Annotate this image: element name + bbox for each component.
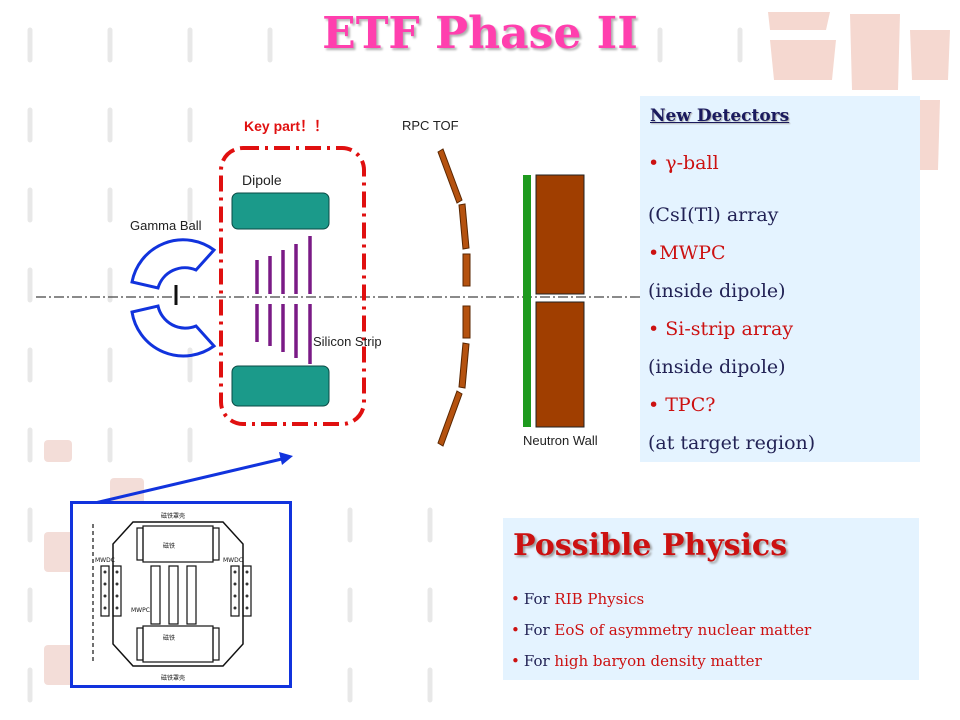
- gamma-ball: [130, 238, 217, 358]
- rpc-tof-label: RPC TOF: [402, 118, 459, 133]
- inset-schematic: 磁铁罩壳 磁铁 磁铁 磁铁罩壳 MWDC MWDC MWPC: [70, 501, 292, 688]
- silicon-strip-label: Silicon Strip: [313, 334, 382, 349]
- possible-physics-panel: Possible Physics •For RIB Physics •For E…: [503, 518, 919, 680]
- inset-mwdc-left-label: MWDC: [95, 557, 115, 564]
- physics-list: •For RIB Physics •For EoS of asymmetry n…: [511, 590, 811, 683]
- neutron-wall-veto: [523, 175, 531, 427]
- new-detectors-title: New Detectors: [650, 106, 790, 126]
- dipole-upper-pole: [231, 192, 330, 230]
- inset-mwdc-right-label: MWDC: [223, 557, 243, 564]
- inset-cover-top-label: 磁铁罩壳: [161, 512, 185, 520]
- detector-item: •MWPC: [648, 242, 726, 264]
- detector-item: (at target region): [648, 432, 816, 454]
- detector-item: (inside dipole): [648, 280, 786, 302]
- detector-item: • TPC?: [648, 394, 716, 416]
- zoom-arrow: [94, 456, 287, 505]
- physics-item: •For RIB Physics: [511, 590, 645, 608]
- inset-drawing: 磁铁罩壳 磁铁 磁铁 磁铁罩壳 MWDC MWDC MWPC: [92, 512, 252, 682]
- inset-mwpc-label: MWPC: [131, 607, 150, 614]
- detector-item: • γ-ball: [648, 152, 719, 174]
- key-part-outline: [219, 146, 366, 426]
- physics-item: •For high baryon density matter: [511, 652, 762, 670]
- inset-magnet-bottom-label: 磁铁: [163, 634, 175, 642]
- neutron-wall-label: Neutron Wall: [523, 433, 598, 448]
- page-title: ETF Phase II: [322, 8, 638, 59]
- key-part-label: Key part！！: [244, 118, 329, 134]
- detector-item: • Si-strip array: [648, 318, 794, 340]
- rpc-tof-arc: [437, 148, 471, 447]
- physics-item: •For EoS of asymmetry nuclear matter: [511, 621, 812, 639]
- neutron-wall-upper: [535, 174, 585, 295]
- detector-item: (inside dipole): [648, 356, 786, 378]
- detector-item: (CsI(Tl) array: [648, 204, 779, 226]
- gamma-ball-label: Gamma Ball: [130, 218, 202, 233]
- neutron-wall-lower: [535, 301, 585, 428]
- dipole-label: Dipole: [242, 172, 282, 188]
- inset-magnet-top-label: 磁铁: [163, 542, 175, 550]
- dipole-lower-pole: [231, 365, 330, 407]
- possible-physics-title: Possible Physics: [513, 528, 788, 563]
- silicon-strips: [255, 236, 312, 364]
- inset-cover-bottom-label: 磁铁罩壳: [161, 674, 185, 682]
- new-detectors-panel: New Detectors • γ-ball (CsI(Tl) array •M…: [640, 96, 920, 462]
- zoom-arrow-head: [279, 452, 293, 465]
